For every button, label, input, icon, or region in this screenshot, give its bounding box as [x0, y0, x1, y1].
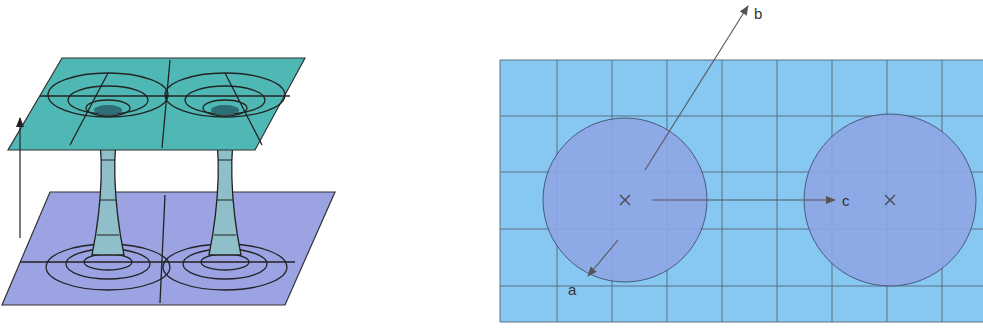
upper-sheet: [8, 58, 305, 150]
lower-sheet: [2, 192, 335, 305]
vector-arrows: [588, 6, 835, 276]
mouth-circles: [543, 114, 976, 286]
vector-label: b: [754, 6, 762, 21]
grid: [500, 60, 983, 322]
sheet-arrow: [19, 118, 20, 238]
vector-label: a: [568, 282, 576, 297]
vector-label: c: [842, 193, 850, 208]
